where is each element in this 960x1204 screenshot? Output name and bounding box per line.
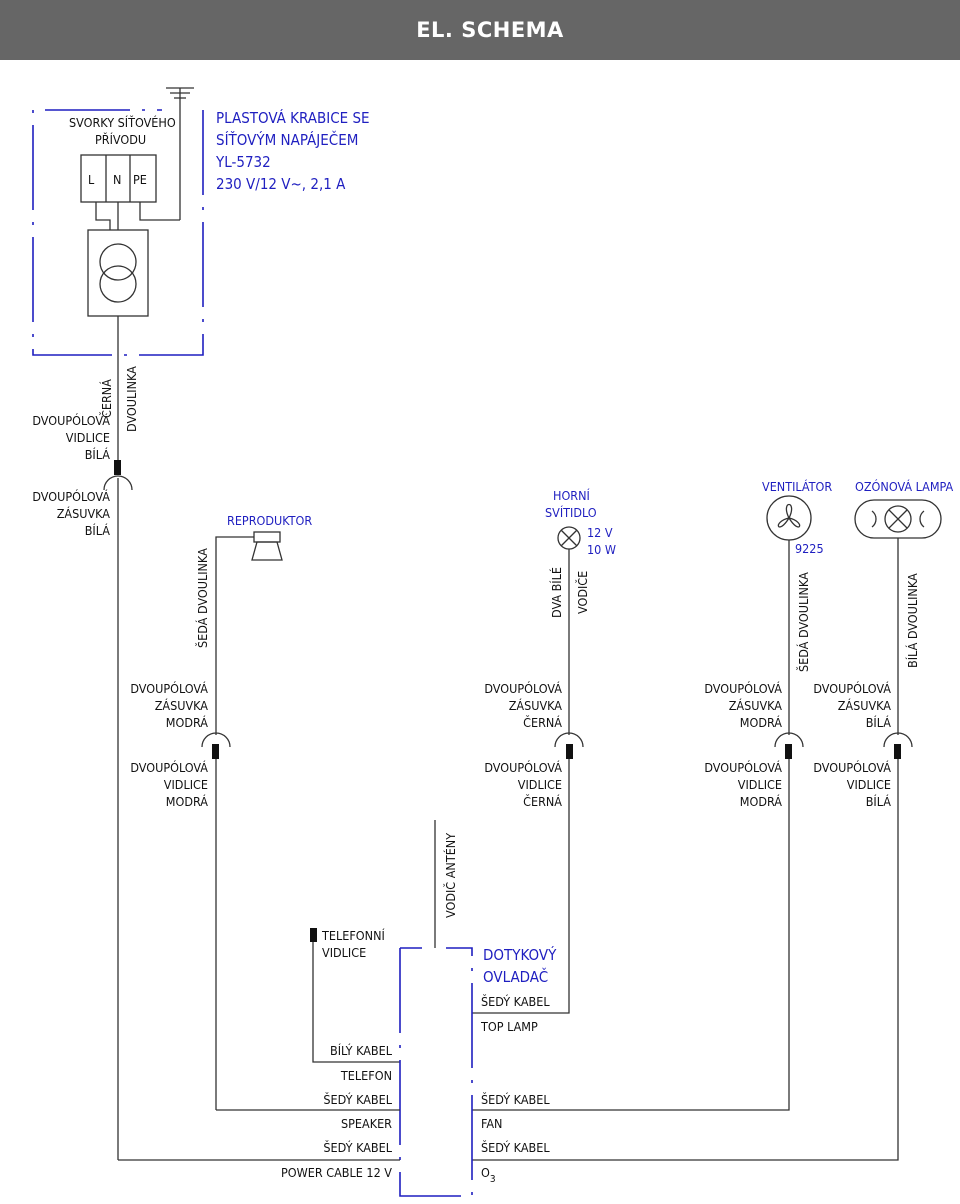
speaker-plug-2: VIDLICE [164, 777, 208, 792]
fan-socket-3: MODRÁ [740, 715, 783, 730]
psu-desc-3: YL-5732 [215, 153, 271, 171]
power-wire-type: DVOULINKA [124, 366, 139, 432]
speaker-cable: ŠEDÁ DVOULINKA [195, 548, 210, 648]
ozone-plug-2: VIDLICE [847, 777, 891, 792]
o3-subscript: 3 [490, 1174, 496, 1185]
transformer-icon [87, 229, 149, 317]
power-supply-box: SVORKY SÍŤOVÉHO PŘÍVODU L N PE [32, 87, 204, 460]
terminal-l: L [88, 172, 95, 187]
top-lamp-power: 10 W [587, 542, 616, 557]
o3-symbol: O [481, 1165, 490, 1180]
power-wire-color: ČERNÁ [99, 379, 114, 418]
speaker-plug-3: MODRÁ [166, 794, 209, 809]
top-lamp-plug-2: VIDLICE [518, 777, 562, 792]
telephone-label-2: VIDLICE [322, 945, 366, 960]
ctrl-right-top-lamp: TOP LAMP [480, 1019, 538, 1034]
ctrl-left-power: POWER CABLE 12 V [281, 1165, 392, 1180]
power-socket-2: ZÁSUVKA [57, 506, 111, 521]
power-supply-enclosure [32, 109, 204, 356]
fan-plug-3: MODRÁ [740, 794, 783, 809]
speaker-connector-icon [201, 732, 231, 759]
ground-icon [166, 87, 194, 220]
page-header: EL. SCHEMA [0, 0, 960, 60]
top-lamp-cable-1: DVA BÍLÉ [549, 567, 564, 618]
top-lamp-title-1: HORNÍ [553, 488, 590, 503]
antenna-label: VODIČ ANTÉNY [443, 833, 458, 918]
ozone-lamp-title: OZÓNOVÁ LAMPA [855, 479, 954, 494]
top-lamp-socket-1: DVOUPÓLOVÁ [484, 681, 562, 696]
psu-desc-4: 230 V/12 V~, 2,1 A [216, 175, 346, 193]
psu-desc-1: PLASTOVÁ KRABICE SE [216, 108, 370, 127]
speaker-icon [251, 531, 283, 561]
top-lamp-socket-3: ČERNÁ [523, 715, 562, 730]
power-supply-description: PLASTOVÁ KRABICE SE SÍŤOVÝM NAPÁJEČEM YL… [215, 108, 370, 193]
terminal-title-2: PŘÍVODU [95, 132, 146, 147]
fan-model: 9225 [795, 541, 824, 556]
power-plug-1: DVOUPÓLOVÁ [32, 413, 110, 428]
speaker-socket-3: MODRÁ [166, 715, 209, 730]
telephone-plug-icon [310, 928, 317, 942]
ctrl-right-grey-cable-3: ŠEDÝ KABEL [481, 1140, 550, 1155]
touch-controller-box [399, 947, 473, 1197]
ctrl-left-grey-cable-2: ŠEDÝ KABEL [323, 1140, 392, 1155]
terminal-pe: PE [133, 172, 147, 187]
terminal-n: N [113, 172, 121, 187]
fan-plug-1: DVOUPÓLOVÁ [704, 760, 782, 775]
ozone-socket-2: ZÁSUVKA [838, 698, 892, 713]
speaker-socket-2: ZÁSUVKA [155, 698, 209, 713]
power-socket-1: DVOUPÓLOVÁ [32, 489, 110, 504]
fan-socket-2: ZÁSUVKA [729, 698, 783, 713]
lamp-icon [557, 526, 581, 550]
top-lamp-plug-3: ČERNÁ [523, 794, 562, 809]
top-lamp-socket-2: ZÁSUVKA [509, 698, 563, 713]
ozone-lamp-icon [854, 499, 942, 539]
top-lamp-cable-2: VODIČE [575, 571, 590, 614]
ctrl-left-white-cable: BÍLÝ KABEL [330, 1043, 393, 1058]
ozone-connector-icon [883, 732, 913, 759]
fan-cable: ŠEDÁ DVOULINKA [796, 572, 811, 672]
power-plug-2: VIDLICE [66, 430, 110, 445]
terminal-title-1: SVORKY SÍŤOVÉHO [69, 115, 176, 130]
ctrl-right-o3: O3 [481, 1165, 496, 1185]
power-socket-3: BÍLÁ [85, 523, 111, 538]
top-lamp-plug-1: DVOUPÓLOVÁ [484, 760, 562, 775]
ozone-socket-3: BÍLÁ [866, 715, 892, 730]
terminal-block: L N PE [80, 154, 157, 203]
fan-socket-1: DVOUPÓLOVÁ [704, 681, 782, 696]
ozone-plug-1: DVOUPÓLOVÁ [813, 760, 891, 775]
speaker-title: REPRODUKTOR [227, 513, 312, 528]
ozone-plug-3: BÍLÁ [866, 794, 892, 809]
controller-title-1: DOTYKOVÝ [483, 945, 557, 964]
telephone-label-1: TELEFONNÍ [321, 928, 385, 943]
top-lamp-title-2: SVÍTIDLO [545, 505, 597, 520]
ctrl-right-grey-cable-1: ŠEDÝ KABEL [481, 994, 550, 1009]
ozone-socket-1: DVOUPÓLOVÁ [813, 681, 891, 696]
ctrl-right-grey-cable-2: ŠEDÝ KABEL [481, 1092, 550, 1107]
fan-icon [766, 495, 812, 541]
top-lamp-connector-icon [554, 732, 584, 759]
speaker-plug-1: DVOUPÓLOVÁ [130, 760, 208, 775]
ozone-lamp-cable: BÍLÁ DVOULINKA [905, 573, 920, 668]
psu-desc-2: SÍŤOVÝM NAPÁJEČEM [216, 130, 358, 149]
power-connector-icon [103, 460, 133, 491]
ctrl-left-telefon: TELEFON [340, 1068, 392, 1083]
fan-plug-2: VIDLICE [738, 777, 782, 792]
ctrl-right-fan: FAN [481, 1116, 502, 1131]
fan-title: VENTILÁTOR [762, 479, 832, 494]
controller-title-2: OVLADAČ [483, 967, 548, 986]
speaker-socket-1: DVOUPÓLOVÁ [130, 681, 208, 696]
top-lamp-voltage: 12 V [587, 525, 613, 540]
ctrl-left-speaker: SPEAKER [341, 1116, 392, 1131]
power-plug-3: BÍLÁ [85, 447, 111, 462]
page-title: EL. SCHEMA [416, 18, 564, 42]
fan-connector-icon [774, 732, 804, 759]
ctrl-left-grey-cable-1: ŠEDÝ KABEL [323, 1092, 392, 1107]
